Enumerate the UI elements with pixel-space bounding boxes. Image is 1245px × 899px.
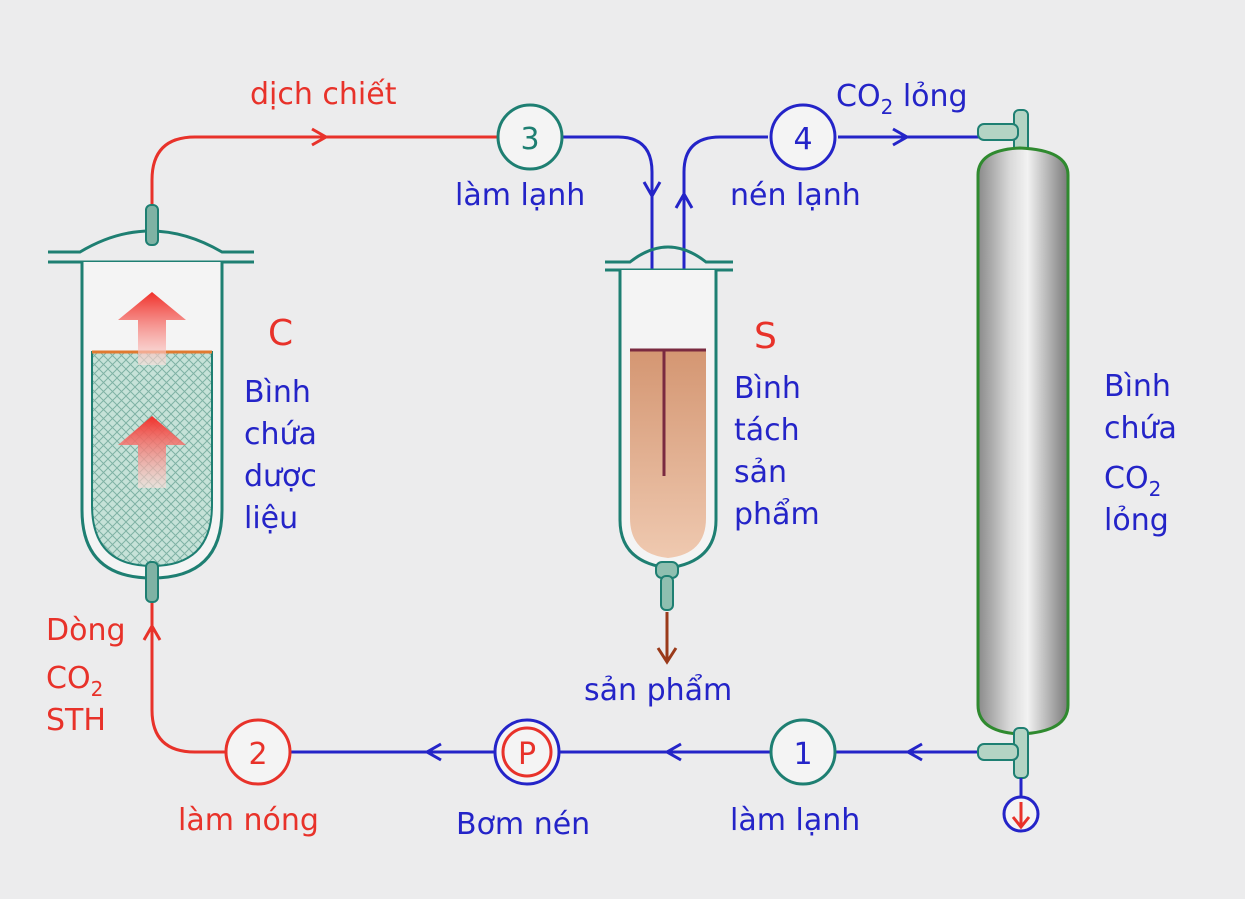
co2-tank <box>976 109 1070 833</box>
node-1-label: 1 <box>793 737 812 772</box>
stream-label-3: STH <box>46 703 106 738</box>
vessel-s-caption-2: tách <box>734 413 800 448</box>
vessel-c-caption-4: liệu <box>244 501 298 536</box>
arrow-left-2 <box>663 742 682 762</box>
tank-caption-1: Bình <box>1104 369 1171 404</box>
product-liquid <box>630 350 706 558</box>
hot-line-2-to-c <box>150 600 225 754</box>
vessel-s-caption-3: sản <box>734 455 787 490</box>
node-4-caption: nén lạnh <box>730 178 861 213</box>
arrow-down-1 <box>642 181 662 200</box>
vessel-c-caption-1: Bình <box>244 375 311 410</box>
arrow-left-3 <box>423 742 442 762</box>
vessel-c-letter: C <box>268 313 293 354</box>
down-arrow-in-circle-icon <box>1002 795 1040 833</box>
liquid-co2-label: CO2 lỏng <box>836 79 968 119</box>
vessel-s <box>605 245 733 665</box>
arrow-up-red <box>142 622 162 641</box>
arrow-up-1 <box>674 190 694 209</box>
vessel-c-caption-2: chứa <box>244 417 317 452</box>
cold-line-3-to-s <box>562 135 654 322</box>
node-2-label: 2 <box>248 737 267 772</box>
heat-flow-arrow-icon <box>118 292 186 365</box>
pump-label: P <box>518 737 536 772</box>
arrow-left-1 <box>904 742 923 762</box>
vessel-s-caption-1: Bình <box>734 371 801 406</box>
stream-label-2: CO2 <box>46 661 103 701</box>
vessel-c <box>48 204 254 603</box>
pump-caption: Bơm nén <box>456 807 590 842</box>
heat-flow-arrow-icon <box>118 416 186 488</box>
node-3: 3 <box>496 103 564 171</box>
extract-line <box>150 135 498 210</box>
tank-caption-2: chứa <box>1104 411 1177 446</box>
extract-arrow <box>311 127 330 147</box>
node-2: 2 <box>224 718 292 786</box>
node-4: 4 <box>769 103 837 171</box>
extract-label: dịch chiết <box>250 77 397 112</box>
stream-label-1: Dòng <box>46 613 126 648</box>
pump-icon: P <box>493 718 561 786</box>
tank-body <box>976 146 1070 736</box>
cold-line-s-to-4 <box>682 135 768 322</box>
node-3-caption: làm lạnh <box>455 178 585 213</box>
node-2-caption: làm nóng <box>178 803 319 838</box>
vessel-s-caption-4: phẩm <box>734 496 820 532</box>
vessel-c-caption-3: dược <box>244 459 317 494</box>
tank-caption-3: CO2 <box>1104 461 1161 501</box>
tank-caption-4: lỏng <box>1104 503 1169 538</box>
arrow-right-1 <box>892 127 911 147</box>
vessel-s-letter: S <box>754 316 777 357</box>
node-1: 1 <box>769 718 837 786</box>
node-3-label: 3 <box>520 122 539 157</box>
product-label: sản phẩm <box>584 672 732 708</box>
node-4-label: 4 <box>793 122 812 157</box>
node-1-caption: làm lạnh <box>730 803 860 838</box>
